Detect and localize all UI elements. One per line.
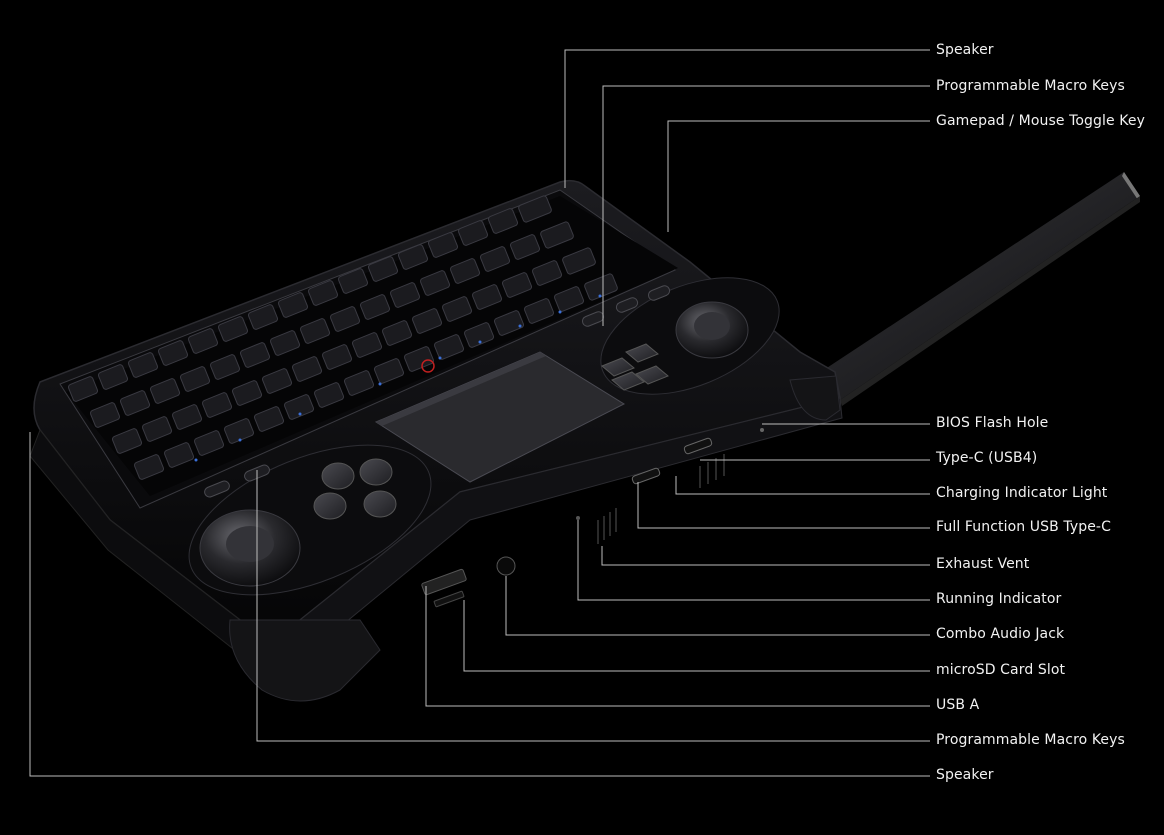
- label-toggle-key: Gamepad / Mouse Toggle Key: [936, 113, 1145, 129]
- label-charging-light: Charging Indicator Light: [936, 485, 1108, 501]
- leader-toggle-key: [667, 120, 930, 232]
- label-usb-type-c: Full Function USB Type-C: [936, 519, 1111, 535]
- leader-charging-light: [675, 476, 930, 495]
- touchpad: [374, 351, 626, 483]
- leader-macro-keys-bottom: [256, 470, 930, 742]
- label-usb-a: USB A: [936, 697, 980, 713]
- label-speaker-bottom: Speaker: [936, 767, 994, 783]
- leader-macro-keys-top: [602, 85, 930, 326]
- dpad: [601, 343, 669, 391]
- leader-exhaust-vent: [601, 546, 930, 566]
- side-ports: [421, 428, 764, 608]
- right-controller: [581, 277, 780, 395]
- leader-running-indicator: [577, 520, 930, 601]
- label-macro-keys-bottom: Programmable Macro Keys: [936, 732, 1125, 748]
- leader-audio-jack: [505, 576, 930, 636]
- leader-usb-a: [425, 586, 930, 707]
- label-bios-flash: BIOS Flash Hole: [936, 415, 1049, 431]
- label-audio-jack: Combo Audio Jack: [936, 626, 1065, 642]
- leader-speaker-top: [564, 49, 930, 188]
- power-icon: [421, 359, 435, 373]
- leader-lines: [29, 49, 930, 777]
- leader-speaker-bottom: [29, 432, 930, 777]
- label-microsd: microSD Card Slot: [936, 662, 1066, 678]
- label-macro-keys-top: Programmable Macro Keys: [936, 78, 1125, 94]
- label-exhaust-vent: Exhaust Vent: [936, 556, 1030, 572]
- label-speaker-top: Speaker: [936, 42, 994, 58]
- label-running-indicator: Running Indicator: [936, 591, 1062, 607]
- leader-microsd: [463, 600, 930, 672]
- label-type-c-usb4: Type-C (USB4): [936, 450, 1038, 466]
- back-grips: [229, 375, 841, 702]
- screen-lid: [760, 172, 1140, 412]
- face-buttons: [313, 458, 397, 520]
- left-controller: [188, 444, 432, 596]
- keyboard: [66, 195, 678, 496]
- leader-usb-type-c: [637, 482, 930, 529]
